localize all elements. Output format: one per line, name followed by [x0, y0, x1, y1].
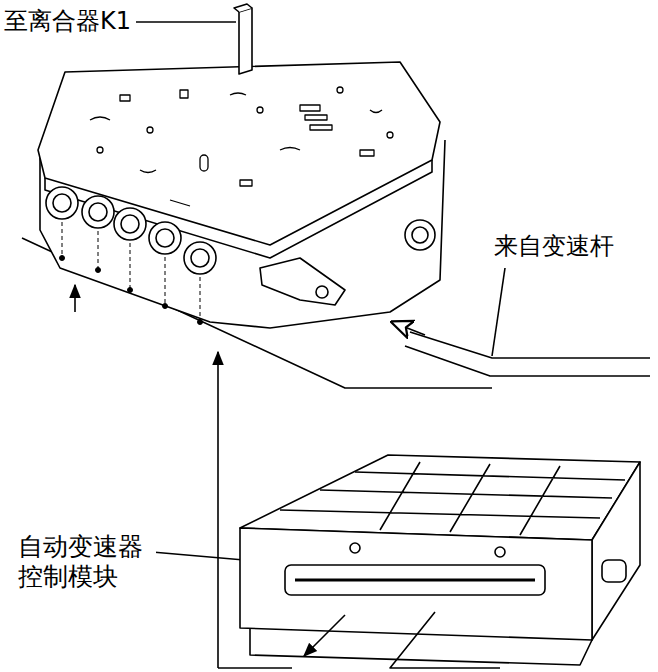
signal-line: [218, 667, 292, 669]
output-arrow: [304, 615, 345, 656]
lever-pivot: [316, 286, 328, 298]
hole: [257, 107, 263, 113]
hole: [120, 95, 130, 101]
port: [184, 242, 216, 274]
rod: [239, 8, 252, 74]
pin-dot: [198, 320, 203, 325]
leader-line: [136, 21, 236, 23]
hole: [337, 87, 343, 93]
hole: [300, 105, 320, 111]
module-top: [240, 455, 640, 540]
pin-line: [62, 222, 200, 322]
pin-dot: [60, 256, 65, 261]
signal-arrow: [74, 285, 76, 312]
signal-line: [217, 352, 219, 668]
hole: [97, 147, 103, 153]
valve-plate: [38, 62, 440, 245]
port: [412, 227, 428, 243]
part-label: 至离合器K1: [2, 7, 133, 36]
output-line: [390, 612, 500, 668]
leader-line: [152, 552, 244, 560]
module-side: [592, 462, 640, 640]
pin-leaders: [60, 222, 203, 325]
screw: [495, 547, 505, 557]
module-bracket: [250, 628, 592, 665]
solenoid-ports: [46, 187, 435, 274]
hole: [147, 127, 153, 133]
hole: [240, 180, 252, 186]
plate-holes: [90, 87, 393, 206]
pin-dot: [128, 288, 133, 293]
port: [121, 215, 139, 233]
valve-body: [38, 4, 445, 328]
plate-edge: [45, 160, 432, 258]
port: [114, 208, 146, 240]
screw: [350, 543, 360, 553]
hole: [360, 150, 374, 156]
module-front: [240, 528, 592, 640]
port: [191, 249, 209, 267]
port: [53, 194, 71, 212]
pin-dot: [96, 268, 101, 273]
port: [82, 196, 114, 228]
module-ribs: [280, 462, 625, 535]
port: [156, 229, 174, 247]
lever-cable: [405, 332, 650, 376]
hole: [310, 125, 332, 130]
manual-valve-lever: [260, 258, 345, 305]
rod-top: [234, 4, 252, 12]
hole: [305, 115, 327, 120]
pin-dot: [163, 304, 168, 309]
connector-slot: [285, 565, 545, 595]
leader-line: [492, 268, 505, 356]
lever-arrow: [392, 322, 425, 335]
connector-pins: [295, 579, 535, 582]
port: [46, 187, 78, 219]
hole: [180, 90, 188, 98]
part-label: 自动变速器 控制模块: [16, 532, 156, 592]
plate-channel: [90, 93, 382, 206]
hole: [387, 132, 393, 138]
port: [89, 203, 107, 221]
part-label: 来自变速杆: [492, 232, 616, 261]
port: [405, 220, 435, 250]
control-module: [240, 455, 640, 665]
side-window: [602, 560, 626, 582]
port: [149, 222, 181, 254]
hole: [200, 155, 208, 171]
